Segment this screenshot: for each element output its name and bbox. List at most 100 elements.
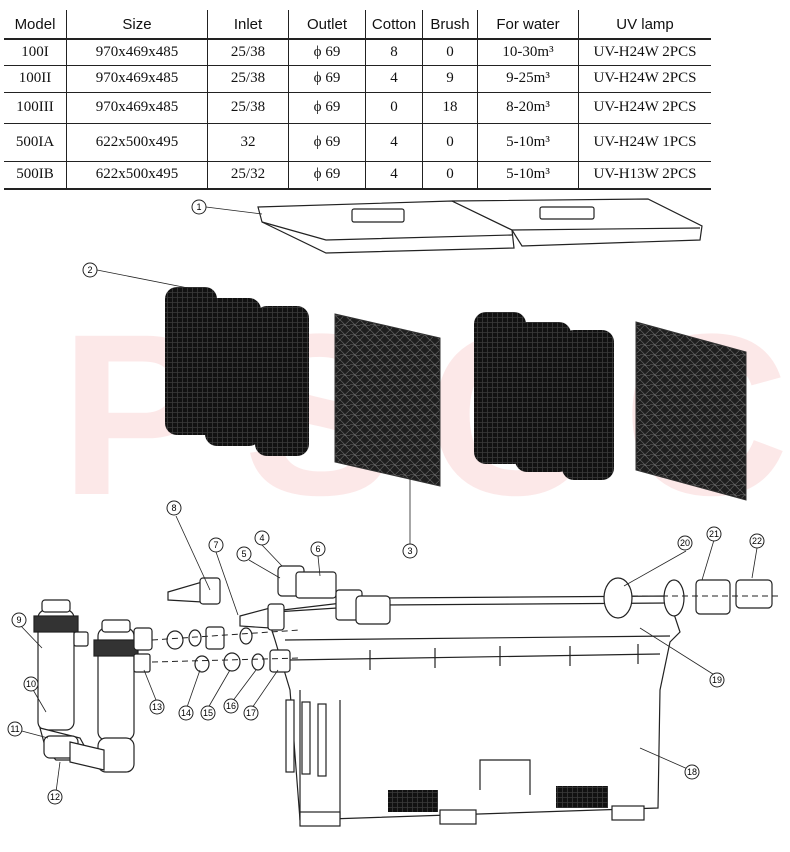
callout-11: 11 (7, 721, 23, 737)
callout-22: 22 (749, 533, 765, 549)
table-cell: 4 (365, 123, 423, 162)
table-cell: UV-H24W 1PCS (578, 123, 711, 162)
table-cell: 25/38 (207, 39, 289, 66)
callout-1: 1 (191, 199, 207, 215)
outlet-fittings (603, 577, 773, 619)
col-header: Outlet (288, 10, 366, 40)
callout-2: 2 (82, 262, 98, 278)
table-cell: 9-25m³ (477, 65, 579, 93)
col-header: For water (477, 10, 579, 40)
table-cell: ϕ 69 (288, 161, 366, 190)
callout-3: 3 (402, 543, 418, 559)
col-header: Model (4, 10, 67, 40)
table-cell: 5-10m³ (477, 161, 579, 190)
table-cell: 0 (422, 123, 478, 162)
table-cell: 5-10m³ (477, 123, 579, 162)
table-header-row: Model Size Inlet Outlet Cotton Brush For… (4, 10, 711, 40)
table-row: 100II 970x469x485 25/38 ϕ 69 4 9 9-25m³ … (4, 65, 711, 93)
table-cell: 500IB (4, 161, 67, 190)
table-cell: ϕ 69 (288, 65, 366, 93)
svg-text:11: 11 (10, 724, 19, 734)
table-cell: UV-H24W 2PCS (578, 65, 711, 93)
callout-9: 9 (11, 612, 27, 628)
filter-tank (265, 595, 681, 827)
table-cell: 970x469x485 (66, 65, 208, 93)
svg-text:5: 5 (241, 549, 246, 559)
svg-text:18: 18 (687, 767, 697, 777)
callout-10: 10 (23, 676, 39, 692)
svg-text:13: 13 (152, 702, 162, 712)
table-row: 100I 970x469x485 25/38 ϕ 69 8 0 10-30m³ … (4, 39, 711, 66)
svg-text:8: 8 (171, 503, 176, 513)
callout-13: 13 (149, 699, 165, 715)
table-cell: ϕ 69 (288, 39, 366, 66)
callout-18: 18 (684, 764, 700, 780)
callout-14: 14 (178, 705, 194, 721)
filter-brushes-right (474, 312, 614, 480)
callout-17: 17 (243, 705, 259, 721)
table-cell: ϕ 69 (288, 92, 366, 124)
svg-text:15: 15 (203, 708, 213, 718)
callout-19: 19 (709, 672, 725, 688)
callout-leaders (17, 206, 758, 793)
table-cell: 622x500x495 (66, 123, 208, 162)
filter-brushes-left (165, 287, 309, 456)
table-cell: 100III (4, 92, 67, 124)
table-cell: 4 (365, 161, 423, 190)
svg-text:3: 3 (407, 546, 412, 556)
spec-table: Model Size Inlet Outlet Cotton Brush For… (4, 10, 711, 190)
callout-16: 16 (223, 698, 239, 714)
callout-12: 12 (47, 789, 63, 805)
table-cell: 9 (422, 65, 478, 93)
svg-text:10: 10 (26, 679, 36, 689)
table-cell: 622x500x495 (66, 161, 208, 190)
callout-21: 21 (706, 526, 722, 542)
svg-text:16: 16 (226, 701, 236, 711)
inlet-fittings (277, 565, 391, 625)
table-cell: 500IA (4, 123, 67, 162)
table-row: 100III 970x469x485 25/38 ϕ 69 0 18 8-20m… (4, 92, 711, 124)
table-cell: 25/32 (207, 161, 289, 190)
svg-text:2: 2 (87, 265, 92, 275)
table-cell: 25/38 (207, 65, 289, 93)
uv-clarifier-units (33, 599, 153, 773)
table-cell: UV-H24W 2PCS (578, 92, 711, 124)
callout-6: 6 (310, 541, 326, 557)
svg-text:20: 20 (680, 538, 690, 548)
svg-text:4: 4 (259, 533, 264, 543)
table-cell: 10-30m³ (477, 39, 579, 66)
svg-text:14: 14 (181, 708, 191, 718)
table-cell: 100I (4, 39, 67, 66)
callout-5: 5 (236, 546, 252, 562)
callout-4: 4 (254, 530, 270, 546)
table-cell: 4 (365, 65, 423, 93)
table-cell: UV-H13W 2PCS (578, 161, 711, 190)
assembly-axes (151, 595, 780, 663)
table-cell: 25/38 (207, 92, 289, 124)
col-header: Inlet (207, 10, 289, 40)
svg-text:21: 21 (709, 529, 719, 539)
table-cell: 100II (4, 65, 67, 93)
svg-text:17: 17 (246, 708, 256, 718)
callout-8: 8 (166, 500, 182, 516)
svg-text:19: 19 (712, 675, 722, 685)
table-row: 500IA 622x500x495 32 ϕ 69 4 0 5-10m³ UV-… (4, 123, 711, 162)
svg-text:1: 1 (196, 202, 201, 212)
hose-connectors (166, 577, 291, 673)
col-header: Brush (422, 10, 478, 40)
table-cell: 970x469x485 (66, 39, 208, 66)
svg-text:9: 9 (16, 615, 21, 625)
table-cell: 0 (365, 92, 423, 124)
svg-text:7: 7 (213, 540, 218, 550)
table-cell: 0 (422, 39, 478, 66)
table-cell: 32 (207, 123, 289, 162)
table-cell: 0 (422, 161, 478, 190)
svg-text:6: 6 (315, 544, 320, 554)
svg-text:22: 22 (752, 536, 762, 546)
table-row: 500IB 622x500x495 25/32 ϕ 69 4 0 5-10m³ … (4, 161, 711, 190)
table-cell: 8-20m³ (477, 92, 579, 124)
table-cell: 8 (365, 39, 423, 66)
col-header: Size (66, 10, 208, 40)
callout-15: 15 (200, 705, 216, 721)
